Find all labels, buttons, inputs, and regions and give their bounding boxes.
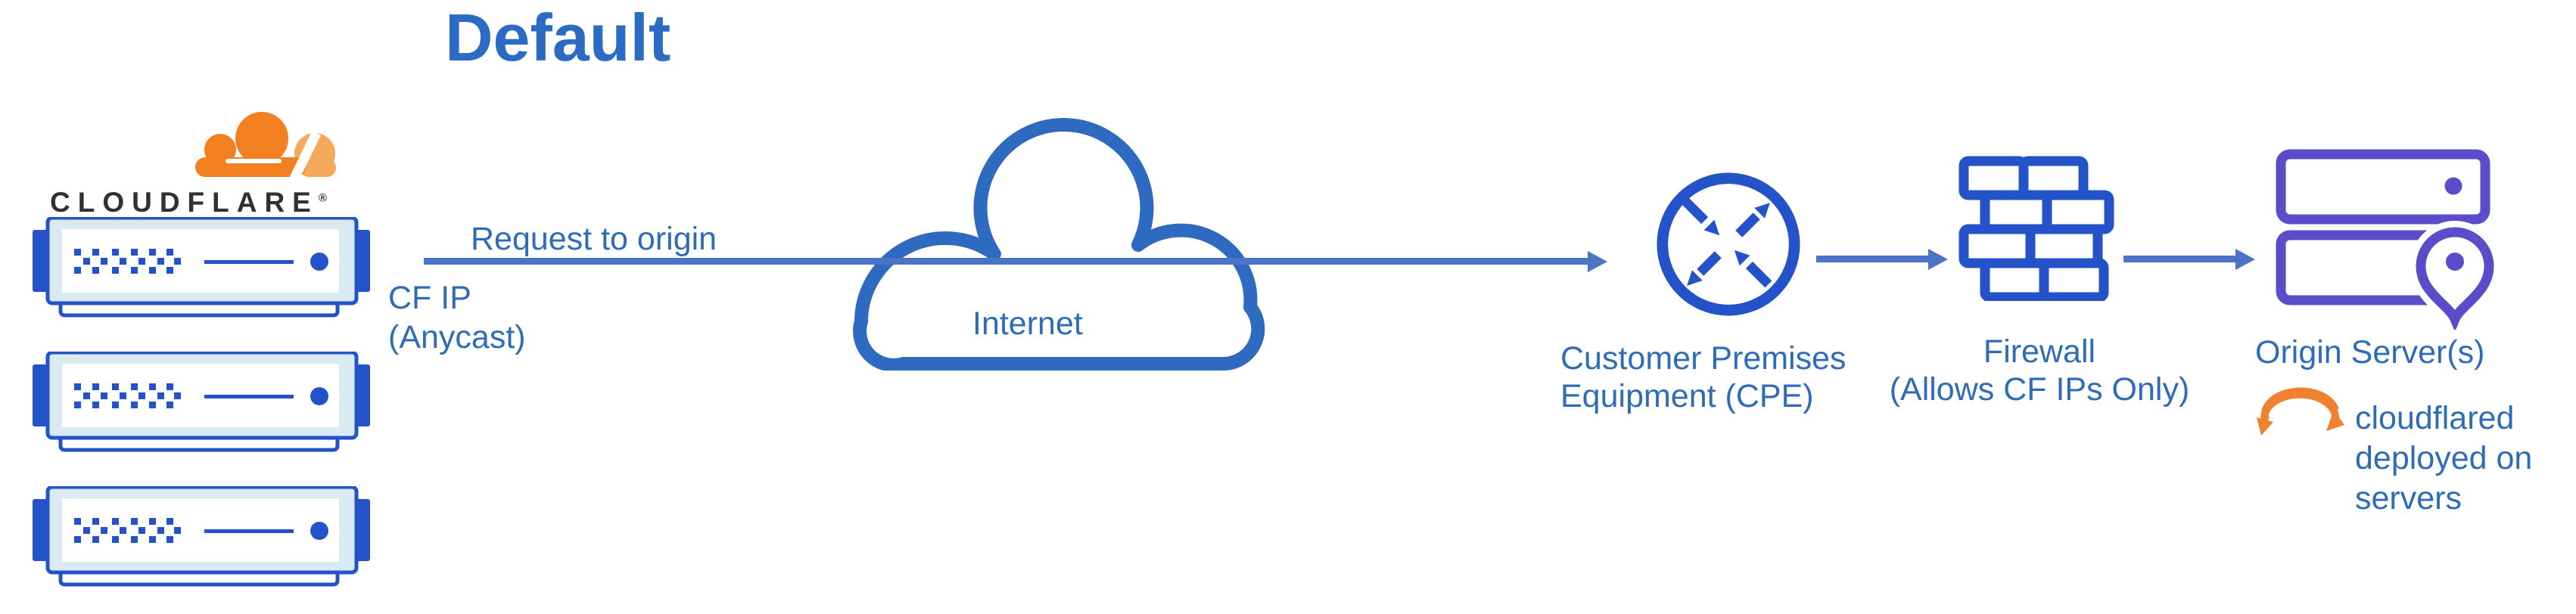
firewall-to-origin-arrow-line [2123, 256, 2235, 262]
cpe-to-firewall-arrowhead [1928, 249, 1948, 270]
cf-ip-anycast-label: CF IP (Anycast) [388, 278, 526, 357]
cloud-icon [853, 118, 1265, 371]
cpe-label: Customer Premises Equipment (CPE) [1560, 340, 1846, 415]
cpe-label-line2: Equipment (CPE) [1560, 378, 1814, 414]
sync-arrows-icon [2257, 387, 2344, 436]
origin-servers-label: Origin Server(s) [2255, 334, 2485, 371]
cpe-to-firewall-arrow-line [1816, 256, 1928, 262]
firewall-label: Firewall (Allows CF IPs Only) [1887, 333, 2192, 408]
internet-label: Internet [972, 305, 1083, 342]
cloudflare-wordmark-text: CLOUDFLARE [50, 187, 319, 218]
request-arrowhead [1588, 251, 1607, 272]
firewall-label-line2: (Allows CF IPs Only) [1889, 371, 2190, 408]
cloudflared-note: cloudflared deployed on servers [2355, 400, 2533, 516]
page-title: Default [445, 0, 671, 75]
firewall-label-line1: Firewall [1983, 333, 2096, 370]
cf-ip-label-line1: CF IP [388, 280, 471, 316]
origin-servers-icon [2276, 149, 2494, 330]
cloudflare-wordmark: CLOUDFLARE® [50, 187, 327, 219]
request-arrow-line [424, 258, 1588, 265]
server-rack-icon [30, 352, 372, 454]
registered-trademark-symbol: ® [318, 191, 327, 205]
cloudflare-logo-cloud-icon [195, 112, 336, 178]
cf-ip-label-line2: (Anycast) [388, 319, 526, 355]
request-to-origin-label: Request to origin [471, 221, 717, 257]
server-rack-icon [30, 486, 372, 588]
server-rack-icon [30, 217, 372, 319]
cpe-label-line1: Customer Premises [1560, 340, 1846, 377]
router-icon [1657, 172, 1800, 316]
firewall-brick-icon [1958, 156, 2114, 301]
firewall-to-origin-arrowhead [2235, 249, 2255, 270]
